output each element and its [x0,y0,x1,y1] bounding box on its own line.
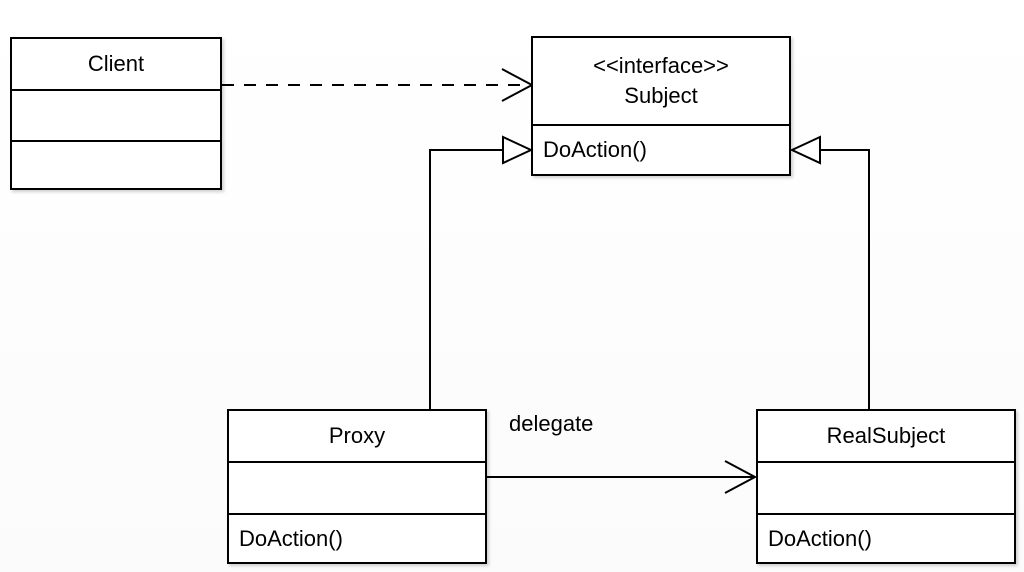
class-proxy[interactable]: Proxy DoAction() [227,409,487,564]
class-proxy-operation: DoAction() [239,525,343,551]
class-subject-name: Subject [624,83,698,108]
class-realsubject-name-compartment: RealSubject [758,411,1014,461]
class-realsubject-operations: DoAction() [758,513,1014,562]
dependency-client-subject [222,68,535,102]
class-realsubject[interactable]: RealSubject DoAction() [756,409,1016,564]
class-proxy-name-compartment: Proxy [229,411,485,461]
association-proxy-realsubject [487,460,758,494]
class-subject-operation: DoAction() [543,137,647,162]
delegate-label: delegate [509,411,594,436]
class-client-attributes [12,89,220,140]
class-subject-operations: DoAction() [533,124,789,174]
class-proxy-attributes [229,461,485,513]
class-client-name: Client [87,51,145,76]
class-subject[interactable]: <<interface>> Subject DoAction() [531,36,791,176]
class-subject-stereotype: <<interface>> [593,53,729,78]
class-realsubject-name: RealSubject [826,423,946,448]
class-subject-name-compartment: <<interface>> Subject [533,38,789,124]
class-proxy-operations: DoAction() [229,513,485,562]
class-client-operations [12,140,220,188]
class-proxy-name: Proxy [328,423,386,448]
class-client-name-compartment: Client [12,39,220,89]
class-realsubject-operation: DoAction() [768,525,872,551]
realization-proxy-subject [429,135,534,410]
class-client[interactable]: Client [10,37,222,190]
class-realsubject-attributes [758,461,1014,513]
realization-realsubject-subject [789,135,870,410]
